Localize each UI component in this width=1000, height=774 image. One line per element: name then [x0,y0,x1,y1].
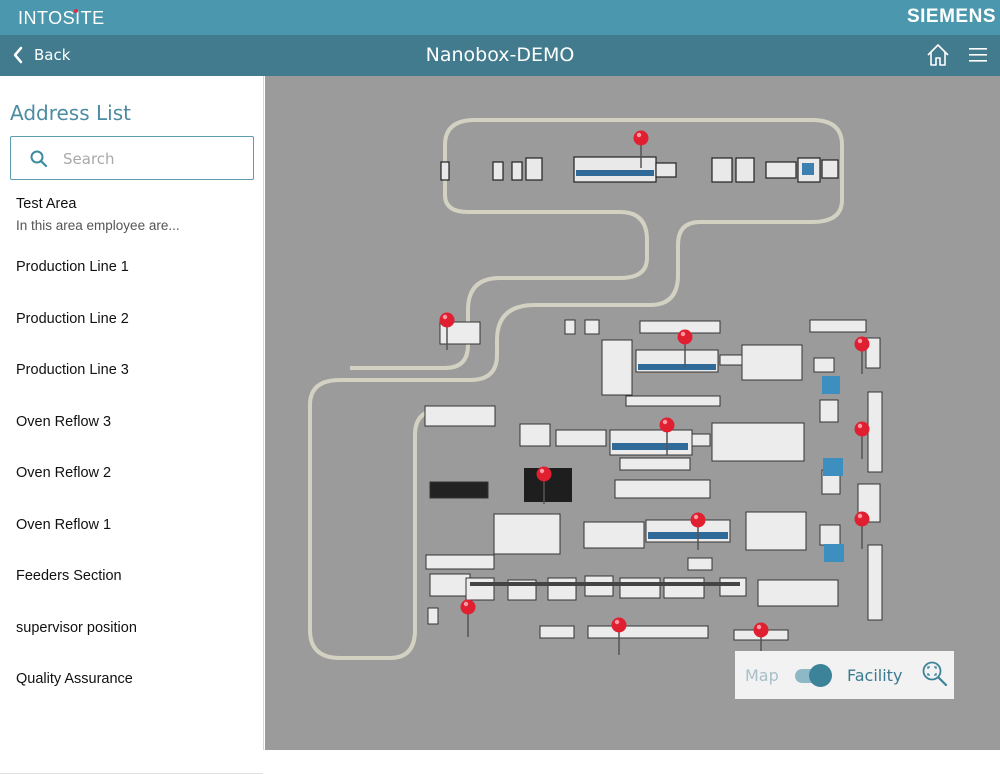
list-item-label: Test Area [16,196,77,212]
list-item-production-line-2[interactable]: Production Line 2 [0,296,263,348]
list-item-label: Quality Assurance [16,671,133,687]
map-pin-icon [854,336,870,374]
oven-line-3 [648,532,728,539]
address-list-panel: Address List Test Area In this area empl… [0,76,264,774]
brand-bar: INTOSITE SIEMENS [0,0,1000,35]
list-item-label: Oven Reflow 1 [16,516,112,533]
facility-floorplan[interactable] [265,76,1000,750]
list-item-production-line-3[interactable]: Production Line 3 [0,347,263,399]
list-item-label: Feeders Section [16,568,122,584]
vendor-logo: SIEMENS [906,6,996,27]
page-title: Nanobox-DEMO [425,44,575,66]
map-pin-icon [659,417,675,455]
map-pin-icon [536,466,552,504]
equipment-left [424,321,496,625]
map-pin-icon [854,511,870,549]
production-line-2 [519,391,883,495]
list-item-quality-assurance[interactable]: Quality Assurance [0,656,263,708]
list-item-oven-reflow-2[interactable]: Oven Reflow 2 [0,450,263,502]
list-item-feeders-section[interactable]: Feeders Section [0,553,263,605]
map-pin-icon [633,130,649,168]
back-label: Back [34,46,71,64]
map-pin-icon [677,329,693,367]
machine-blue [823,458,843,476]
list-item-subtitle: In this area employee are... [16,218,180,233]
view-toggle-switch[interactable] [795,664,832,687]
home-icon[interactable] [925,42,951,68]
map-pin-icon [690,512,706,550]
list-item-supervisor-position[interactable]: supervisor position [0,605,263,657]
search-input[interactable] [63,147,243,171]
oven-line-2 [612,443,688,450]
search-box[interactable] [10,136,254,180]
zoom-fit-icon[interactable] [921,660,949,688]
map-pin-icon [439,312,455,350]
list-item-label: supervisor position [16,619,137,636]
app-logo: INTOSITE [18,8,105,28]
map-pin-icon [854,421,870,459]
facility-map[interactable] [265,76,1000,750]
address-list-title: Address List [10,101,131,125]
conveyor-path [350,145,649,370]
view-toggle-panel: Map Facility [735,651,954,699]
map-view-label[interactable]: Map [745,666,779,685]
machine-blue [802,163,814,175]
address-list: Test Area In this area employee are... P… [0,184,263,708]
machine-blue [824,544,844,562]
machine-blue [822,376,840,394]
toggle-knob [809,664,832,687]
back-button[interactable]: Back [12,44,70,66]
list-item-label: Oven Reflow 3 [16,413,112,430]
list-item-label: Production Line 3 [16,362,129,378]
hamburger-menu-icon[interactable] [968,46,988,64]
conveyor-path [308,118,844,660]
search-icon [30,150,48,168]
equipment-top-loop [440,156,839,183]
navigation-bar: Back Nanobox-DEMO [0,35,1000,76]
map-pin-icon [611,617,627,655]
production-line-1 [564,319,881,423]
list-item-oven-reflow-1[interactable]: Oven Reflow 1 [0,502,263,554]
list-item-label: Production Line 2 [16,310,129,327]
oven-line-1 [638,364,716,370]
logo-dot [74,9,78,13]
list-item-production-line-1[interactable]: Production Line 1 [0,244,263,296]
equipment-bottom [465,557,839,641]
conveyor-line [470,582,740,586]
map-pin-icon [460,599,476,637]
list-item-test-area[interactable]: Test Area In this area employee are... [0,184,263,244]
chevron-left-icon [13,46,23,64]
list-item-oven-reflow-3[interactable]: Oven Reflow 3 [0,399,263,451]
map-pins[interactable] [439,130,870,661]
production-line-3 [493,479,883,621]
list-item-label: Oven Reflow 2 [16,465,112,481]
list-item-label: Production Line 1 [16,259,129,275]
oven-top [576,170,654,176]
facility-view-label[interactable]: Facility [847,666,903,685]
